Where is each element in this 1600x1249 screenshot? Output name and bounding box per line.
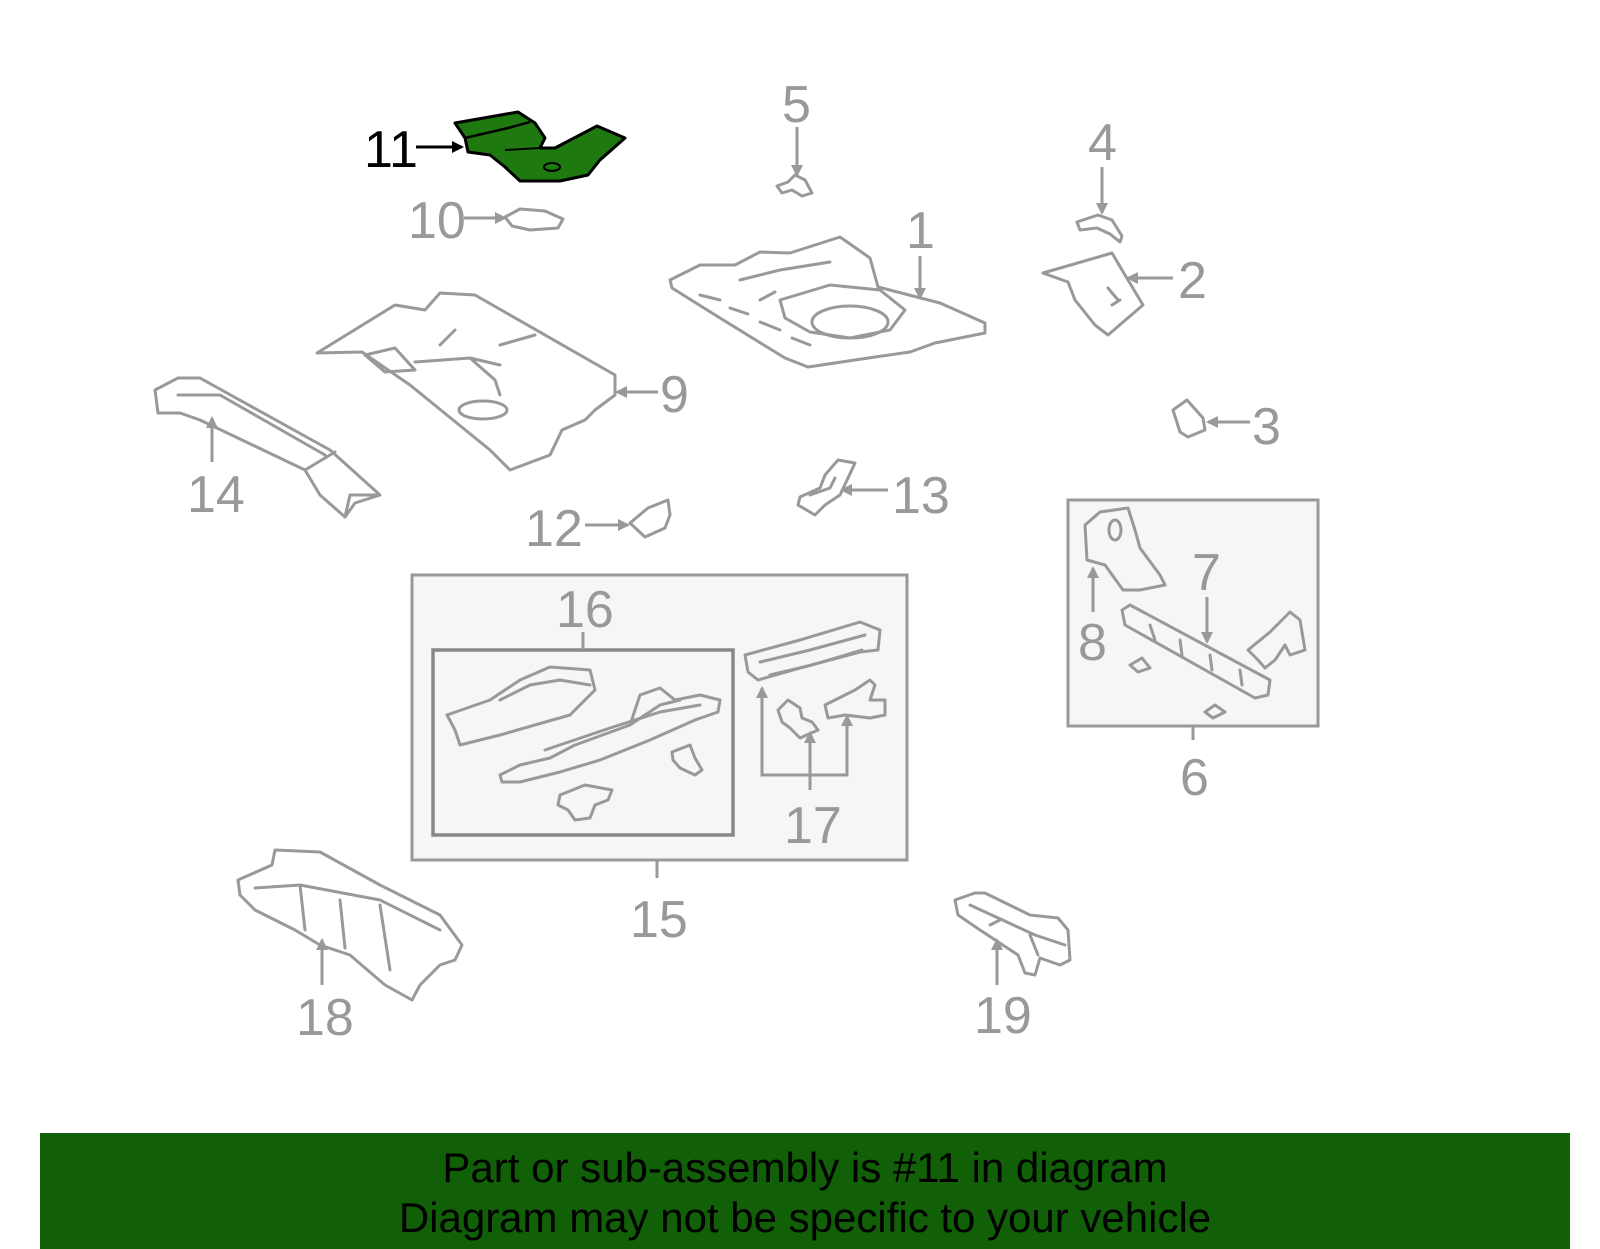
callout-14[interactable]: 14 bbox=[187, 466, 245, 524]
part-8[interactable] bbox=[1083, 506, 1167, 592]
banner-line-part: Part or sub-assembly is #11 in diagram bbox=[442, 1144, 1168, 1191]
part-9[interactable] bbox=[315, 291, 617, 472]
part-10[interactable] bbox=[503, 207, 565, 232]
callout-11[interactable]: 11 bbox=[364, 121, 418, 179]
leader-17 bbox=[760, 690, 849, 777]
callout-17[interactable]: 17 bbox=[784, 797, 842, 855]
callout-6[interactable]: 6 bbox=[1180, 749, 1209, 807]
part-7[interactable] bbox=[1120, 603, 1272, 720]
callout-16[interactable]: 16 bbox=[556, 581, 614, 639]
callout-4[interactable]: 4 bbox=[1088, 114, 1117, 172]
callout-12[interactable]: 12 bbox=[525, 500, 583, 558]
part-2[interactable] bbox=[1041, 251, 1145, 337]
part-1[interactable] bbox=[668, 235, 987, 369]
callout-15[interactable]: 15 bbox=[630, 891, 688, 949]
callout-9[interactable]: 9 bbox=[660, 366, 689, 424]
part-6-bracket[interactable] bbox=[1246, 610, 1307, 670]
part-19[interactable] bbox=[953, 891, 1072, 977]
parts-diagram: 11 10 5 1 4 2 9 14 3 bbox=[153, 76, 1320, 1047]
part-16-parts[interactable] bbox=[445, 665, 722, 822]
callout-1[interactable]: 1 bbox=[906, 202, 935, 260]
part-5[interactable] bbox=[775, 173, 814, 198]
banner-line-disclaimer: Diagram may not be specific to your vehi… bbox=[398, 1194, 1212, 1241]
callout-19[interactable]: 19 bbox=[974, 987, 1032, 1045]
callout-18[interactable]: 18 bbox=[296, 989, 354, 1047]
callout-8[interactable]: 8 bbox=[1078, 614, 1107, 672]
part-13[interactable] bbox=[796, 458, 857, 517]
assembly-box-6 bbox=[1066, 498, 1320, 728]
callout-5[interactable]: 5 bbox=[782, 76, 811, 134]
callout-7[interactable]: 7 bbox=[1192, 544, 1221, 602]
part-14[interactable] bbox=[153, 376, 382, 519]
part-4[interactable] bbox=[1075, 213, 1124, 244]
info-banner: Part or sub-assembly is #11 in diagram D… bbox=[40, 1133, 1570, 1249]
part-18[interactable] bbox=[236, 848, 464, 1002]
part-11-highlighted[interactable] bbox=[453, 110, 627, 183]
callout-3[interactable]: 3 bbox=[1252, 398, 1281, 456]
part-12[interactable] bbox=[628, 498, 672, 539]
callout-13[interactable]: 13 bbox=[892, 467, 950, 525]
callout-10[interactable]: 10 bbox=[408, 192, 466, 250]
callout-2[interactable]: 2 bbox=[1178, 252, 1207, 310]
part-3[interactable] bbox=[1171, 398, 1207, 439]
